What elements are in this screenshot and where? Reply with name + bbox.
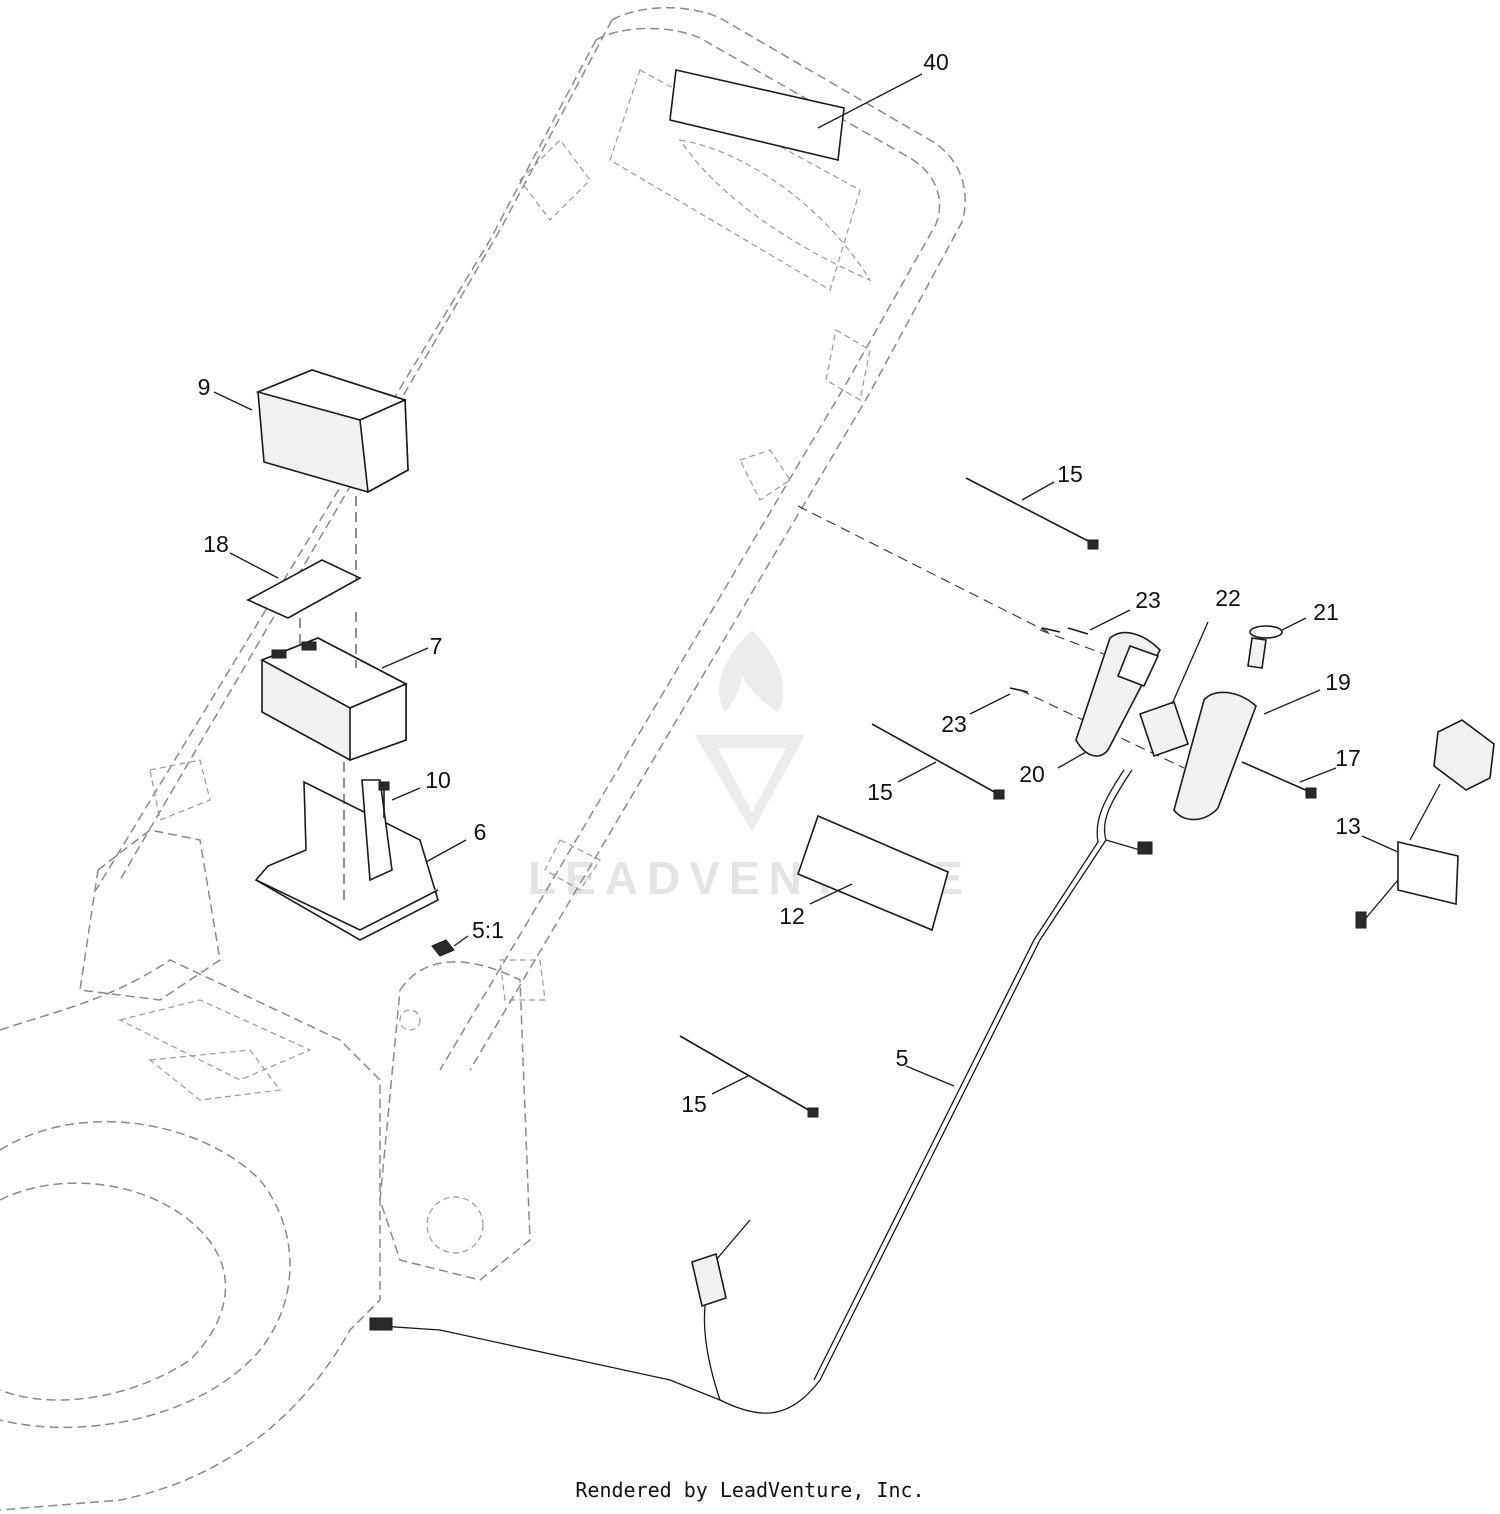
callout-17[interactable]: 17: [1335, 745, 1361, 771]
handle-decal[interactable]: [669, 69, 923, 161]
mower-deck-ghost: [0, 959, 381, 1511]
callout-5-1[interactable]: 5:1: [472, 917, 504, 943]
callout-20[interactable]: 20: [1019, 761, 1045, 787]
callout-19[interactable]: 19: [1325, 669, 1351, 695]
tray-screw[interactable]: [378, 781, 421, 818]
footer-credit: Rendered by LeadVenture, Inc.: [575, 1478, 925, 1502]
callout-21[interactable]: 21: [1313, 599, 1339, 625]
switch-cover[interactable]: [1173, 689, 1321, 821]
key-knob[interactable]: [1247, 617, 1307, 669]
side-plates-ghost: [79, 829, 531, 1281]
battery[interactable]: [260, 637, 429, 762]
callout-labels: 40 9 18 7 10 6 5:1 15 23 22 21 19 23 20 …: [198, 49, 1361, 1117]
housing-screw-lower[interactable]: [969, 687, 1029, 715]
callout-9[interactable]: 9: [198, 374, 211, 400]
battery-cover[interactable]: [213, 369, 409, 494]
projection-lines: [299, 496, 1185, 900]
callout-13[interactable]: 13: [1335, 813, 1361, 839]
callout-6[interactable]: 6: [474, 819, 487, 845]
battery-tray[interactable]: [254, 779, 467, 941]
callout-18[interactable]: 18: [203, 531, 229, 557]
callout-12[interactable]: 12: [779, 903, 805, 929]
callout-23-upper[interactable]: 23: [1135, 587, 1161, 613]
callout-10[interactable]: 10: [425, 767, 451, 793]
callout-23-lower[interactable]: 23: [941, 711, 967, 737]
callout-7[interactable]: 7: [430, 633, 443, 659]
callout-5[interactable]: 5: [896, 1045, 909, 1071]
watermark-flame-icon: [719, 630, 784, 712]
decal[interactable]: [796, 814, 949, 932]
housing-screws-upper[interactable]: [1041, 609, 1131, 635]
battery-label[interactable]: [229, 552, 362, 619]
callout-15-top[interactable]: 15: [1057, 461, 1083, 487]
callout-40[interactable]: 40: [923, 49, 949, 75]
cable-tie-3[interactable]: [679, 1035, 819, 1118]
watermark-v-icon: [695, 735, 805, 832]
charger[interactable]: [1355, 719, 1495, 929]
cable-tie-2[interactable]: [871, 723, 1005, 800]
callout-22[interactable]: 22: [1215, 585, 1241, 611]
callout-15-bottom[interactable]: 15: [681, 1091, 707, 1117]
bolt[interactable]: [1241, 761, 1337, 799]
cable-tie-1[interactable]: [965, 477, 1099, 550]
wire-harness[interactable]: [369, 769, 1153, 1414]
microswitch[interactable]: [1138, 621, 1209, 758]
callout-15-mid[interactable]: 15: [867, 779, 893, 805]
fuse[interactable]: [431, 935, 469, 957]
handle-frame-ghost: [95, 7, 966, 1071]
switch-housing[interactable]: [1057, 631, 1161, 769]
